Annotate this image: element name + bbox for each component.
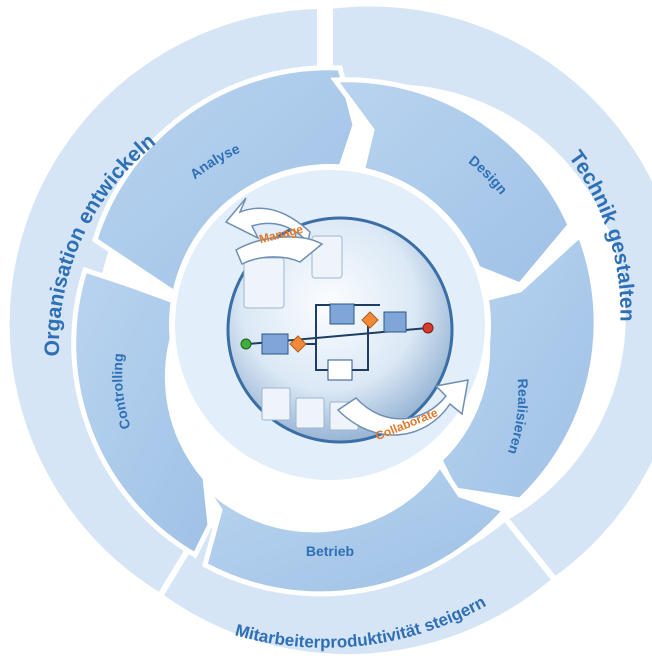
collaborate-arrow (336, 379, 469, 436)
flow-gateway-1 (289, 335, 307, 353)
flow-end-node (422, 322, 434, 334)
globe-doc-left (243, 257, 285, 309)
flow-task-4 (327, 359, 353, 381)
globe-doc-bottom-2 (295, 397, 325, 429)
manage-arrow-band (235, 236, 324, 266)
flow-task-2 (329, 303, 355, 325)
flow-start-node (240, 338, 252, 350)
cycle-ring (71, 65, 599, 597)
cycle-segment-controlling (71, 266, 213, 559)
manage-arrow (224, 197, 311, 244)
flow-task-3 (383, 311, 407, 333)
flow-task-1 (261, 333, 289, 355)
process-globe (226, 216, 454, 444)
globe-doc-bottom-1 (261, 387, 291, 421)
label-betrieb: Betrieb (306, 543, 354, 559)
flow-gateway-2 (361, 311, 379, 329)
